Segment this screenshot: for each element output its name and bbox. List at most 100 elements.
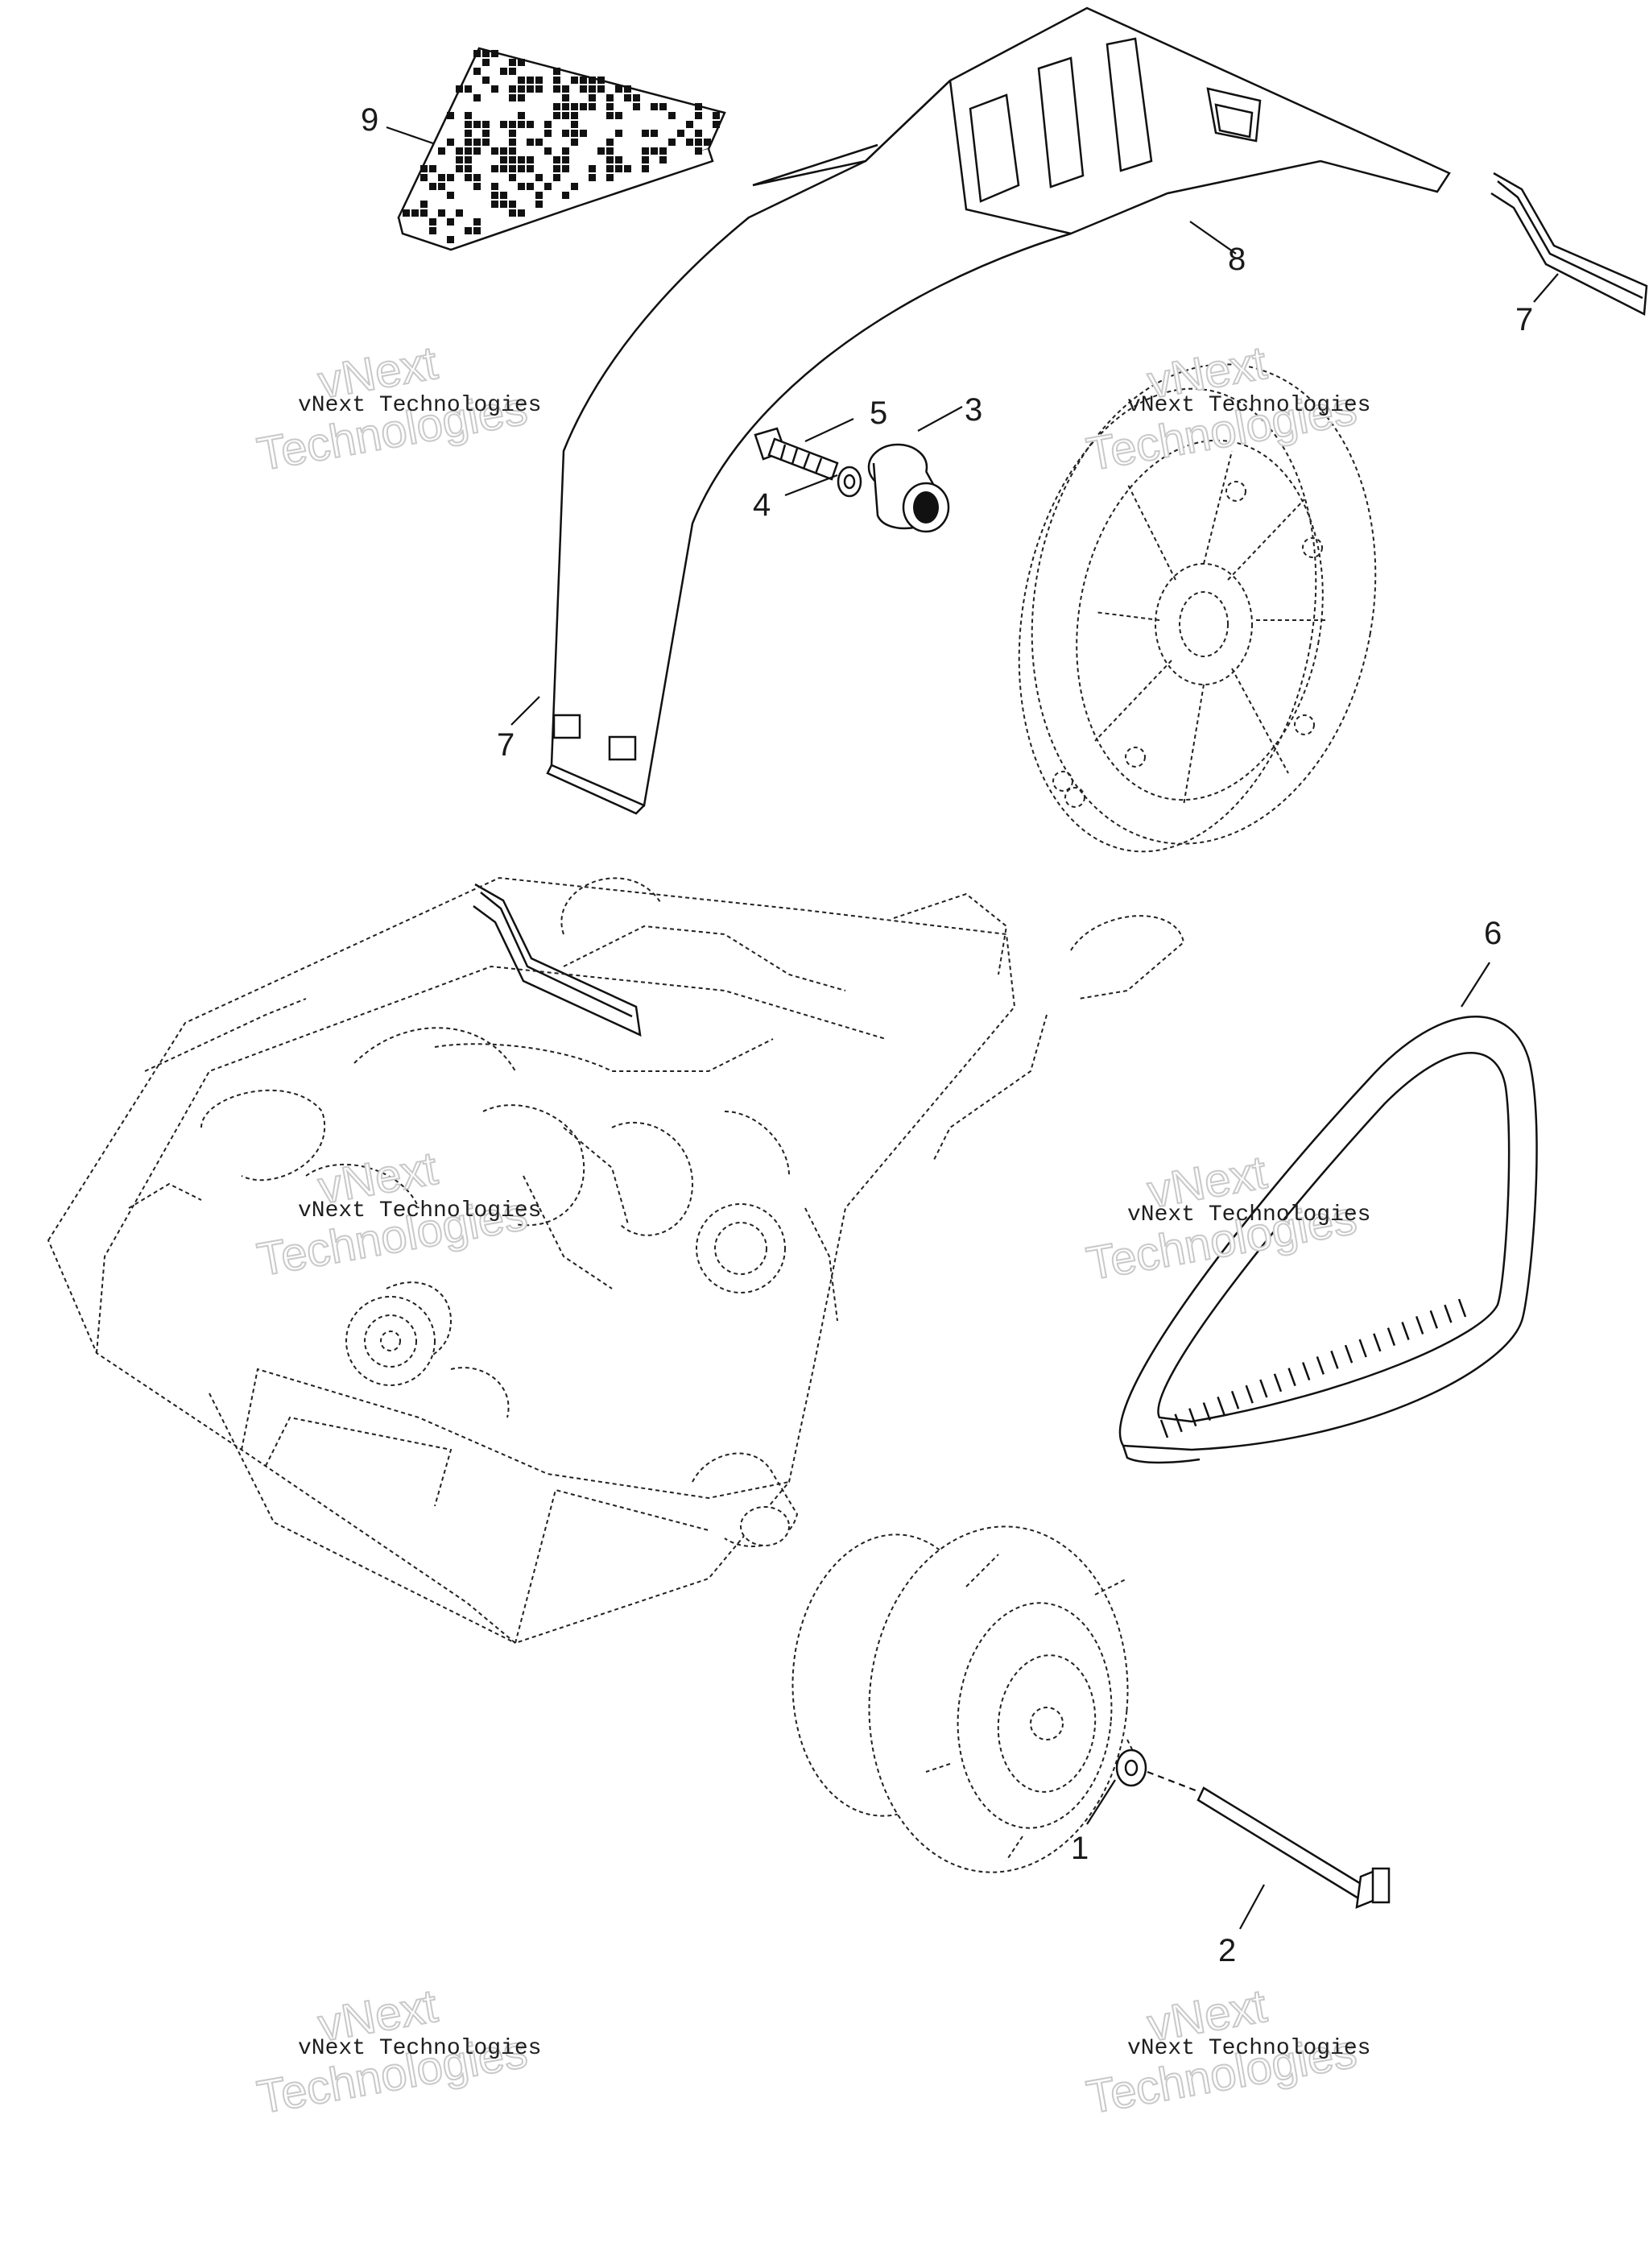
decal-dot — [491, 165, 498, 172]
decal-dot — [500, 156, 507, 163]
decal-dot — [527, 77, 534, 84]
decal-dot — [535, 201, 543, 208]
decal-dot — [553, 103, 560, 110]
decal-dot — [589, 77, 596, 84]
decal-dot — [615, 165, 622, 172]
decal-dot — [473, 183, 481, 190]
decal-dot — [606, 165, 614, 172]
decal-dot — [465, 147, 472, 155]
decal-dot — [624, 165, 631, 172]
decal-dot — [500, 121, 507, 128]
callout-4: 4 — [753, 487, 771, 523]
watermark-text: vNext Technologies — [298, 1198, 541, 1223]
decal-dot — [509, 165, 516, 172]
decal-dot — [509, 174, 516, 181]
decal-dot — [695, 112, 702, 119]
decal-dot — [500, 147, 507, 155]
callout-1: 1 — [1071, 1831, 1089, 1866]
decal-dot — [438, 209, 445, 217]
decal-dot — [597, 147, 605, 155]
callout-7-right: 7 — [1515, 302, 1533, 337]
callout-2: 2 — [1218, 1933, 1236, 1968]
callout-6: 6 — [1484, 916, 1502, 951]
decal-dot — [553, 165, 560, 172]
decal-dot — [527, 183, 534, 190]
decal-dot — [535, 174, 543, 181]
decal-dot — [553, 174, 560, 181]
callout-9: 9 — [361, 102, 378, 138]
decal-dot — [571, 130, 578, 137]
decal-dot — [403, 209, 410, 217]
decal-dot — [553, 156, 560, 163]
decal-dot — [580, 77, 587, 84]
decal-dot — [500, 192, 507, 199]
decal-dot — [589, 103, 596, 110]
leader-lines — [386, 126, 1559, 1930]
part-7-clip-left — [473, 883, 642, 1037]
decal-dot — [544, 147, 552, 155]
decal-dot — [500, 201, 507, 208]
decal-dot — [589, 174, 596, 181]
part-1-washer — [1115, 1749, 1147, 1787]
decal-dot — [447, 192, 454, 199]
watermark-text: vNext Technologies — [298, 2036, 541, 2061]
decal-dot — [447, 174, 454, 181]
watermark-text: vNext Technologies — [298, 393, 541, 418]
decal-dot — [465, 227, 472, 234]
decal-dot — [473, 147, 481, 155]
decal-dot — [456, 85, 463, 93]
decal-dot — [447, 218, 454, 226]
decal-dot — [651, 130, 658, 137]
decal-dot — [420, 201, 428, 208]
decal-dot — [473, 227, 481, 234]
decal-dot — [465, 85, 472, 93]
decal-dot — [562, 85, 569, 93]
decal-dot — [642, 130, 649, 137]
decal-dot — [482, 77, 490, 84]
decal-dot — [420, 174, 428, 181]
decal-dot — [668, 139, 676, 146]
decal-dot — [686, 121, 693, 128]
decal-dot — [491, 192, 498, 199]
decal-dot — [473, 218, 481, 226]
decal-dot — [527, 156, 534, 163]
decal-dot — [447, 112, 454, 119]
decal-dot — [571, 121, 578, 128]
decal-dot — [509, 139, 516, 146]
decal-dot — [580, 103, 587, 110]
decal-dot — [553, 68, 560, 75]
decal-dot — [473, 174, 481, 181]
decal-dot — [553, 77, 560, 84]
decal-dot — [677, 130, 684, 137]
decal-dot — [465, 112, 472, 119]
decal-dot — [553, 85, 560, 93]
watermark-bottom-right: vNext Technologies vNext Technologies — [1082, 1979, 1371, 2125]
decal-dot — [589, 94, 596, 101]
decal-dot — [491, 147, 498, 155]
decal-dot — [562, 94, 569, 101]
decal-dot — [642, 156, 649, 163]
part-5-bolt — [754, 427, 839, 481]
decal-dot — [491, 85, 498, 93]
decal-dot — [544, 130, 552, 137]
decal-dot — [642, 165, 649, 172]
decal-dot — [562, 112, 569, 119]
decal-dot — [571, 112, 578, 119]
part-3-bushing — [867, 443, 950, 533]
part-6-drive-belt — [1118, 1016, 1538, 1464]
decal-dot — [606, 139, 614, 146]
decal-dot — [509, 59, 516, 66]
decal-dot — [686, 139, 693, 146]
decal-dot — [456, 209, 463, 217]
watermark-top-left: vNext Technologies vNext Technologies — [253, 336, 542, 482]
decal-dot — [597, 85, 605, 93]
decal-dot — [695, 103, 702, 110]
decal-dot — [606, 147, 614, 155]
decal-dot — [518, 183, 525, 190]
decal-dot — [518, 165, 525, 172]
decal-dot — [606, 156, 614, 163]
decal-dot — [571, 77, 578, 84]
decal-dot — [509, 201, 516, 208]
callout-7-left: 7 — [497, 727, 515, 763]
